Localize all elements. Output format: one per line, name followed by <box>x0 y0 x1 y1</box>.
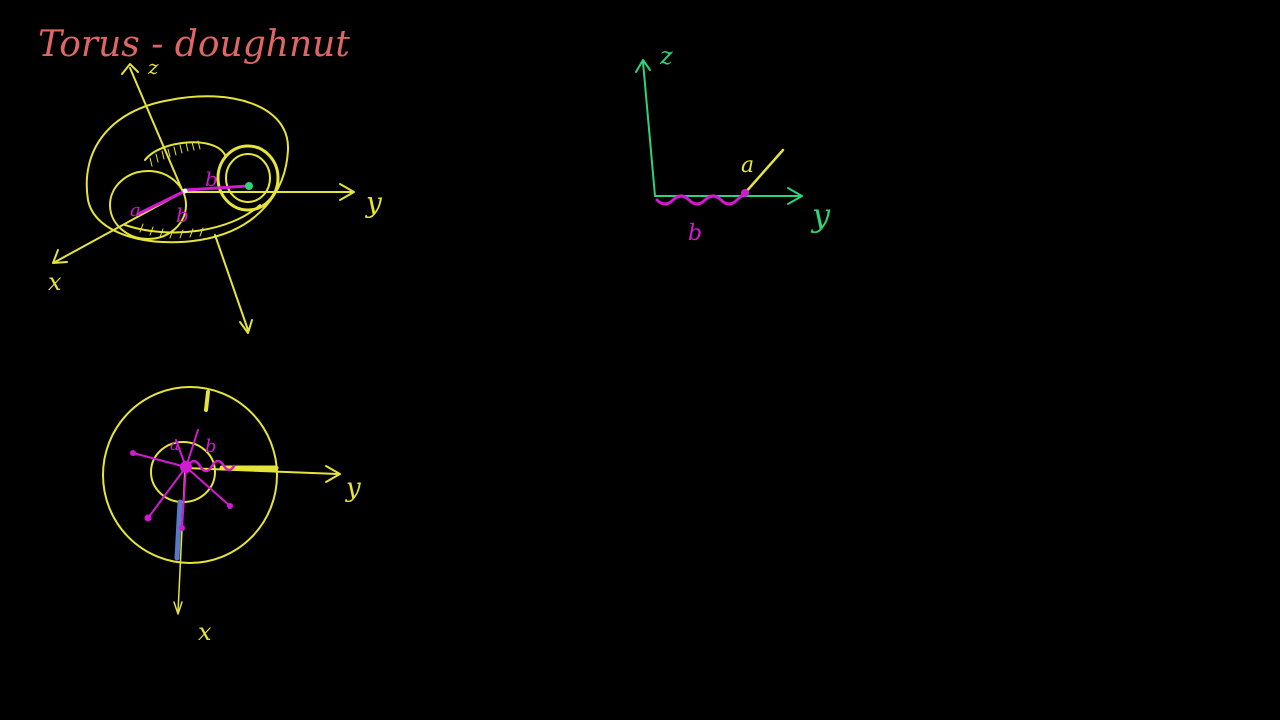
label-b-3d-right: b <box>205 167 218 191</box>
radius-3d-left <box>136 190 185 216</box>
label-b-top: b <box>205 436 217 457</box>
x-axis-label-3d: x <box>48 268 62 296</box>
radius-b-3d <box>184 184 250 192</box>
top-spoke-end-bottom-right <box>227 503 233 509</box>
title-text: Torus - doughnut <box>38 24 350 65</box>
top-highlight-blue <box>174 499 183 561</box>
top-spoke-end-left <box>130 450 136 456</box>
cross-wavy-brace-b <box>655 192 747 206</box>
z-axis-cross-arrow <box>635 59 651 73</box>
center-dot-origin <box>182 188 188 194</box>
right-cross-section-circle <box>216 144 280 212</box>
z-axis-cross <box>642 61 656 197</box>
top-spoke-end-bottom-left <box>144 514 152 522</box>
cross-radius-a <box>743 148 785 195</box>
center-dot-right <box>245 182 253 190</box>
label-a-cross: a <box>741 153 754 178</box>
left-cross-section-circle <box>109 170 187 240</box>
torus-cross-section: z y a b <box>635 42 831 246</box>
z-axis-label-3d: z <box>147 55 159 79</box>
y-axis-cross-arrow <box>787 187 803 205</box>
top-highlight-up <box>204 390 210 412</box>
y-axis-top-arrow <box>325 465 341 483</box>
label-b-cross: b <box>688 221 702 246</box>
top-view-outer-circle <box>102 386 278 564</box>
z-axis-3d <box>129 67 184 193</box>
top-wavy-brace-b <box>186 459 236 473</box>
label-a-3d: a <box>130 200 141 221</box>
label-a-top: a <box>170 435 180 454</box>
torus-hatching <box>139 140 204 239</box>
y-axis-label-cross: y <box>810 196 831 234</box>
z-axis-3d-negative <box>214 234 249 331</box>
torus-top-view: y x b a <box>102 386 361 646</box>
top-magenta-spokes <box>132 429 231 529</box>
torus-3d-sketch: z y x b b a <box>48 55 383 334</box>
torus-outer-outline <box>85 95 290 244</box>
y-axis-label-top: y <box>345 473 361 503</box>
y-axis-label-3d: y <box>364 186 383 219</box>
top-spoke-end-bottom <box>179 525 185 531</box>
z-axis-label-cross: z <box>659 42 673 70</box>
cross-center-dot <box>741 189 749 197</box>
top-center-dot <box>180 461 192 473</box>
y-axis-3d-arrow <box>339 183 355 201</box>
x-axis-top-arrow <box>173 601 183 615</box>
z-axis-3d-negative-arrow <box>239 319 253 334</box>
z-axis-3d-arrow <box>121 63 139 75</box>
label-b-3d-left: b <box>176 203 189 227</box>
x-axis-label-top: x <box>198 618 212 646</box>
right-cross-section-circle-inner <box>225 153 271 203</box>
x-axis-3d-arrow <box>52 249 68 264</box>
